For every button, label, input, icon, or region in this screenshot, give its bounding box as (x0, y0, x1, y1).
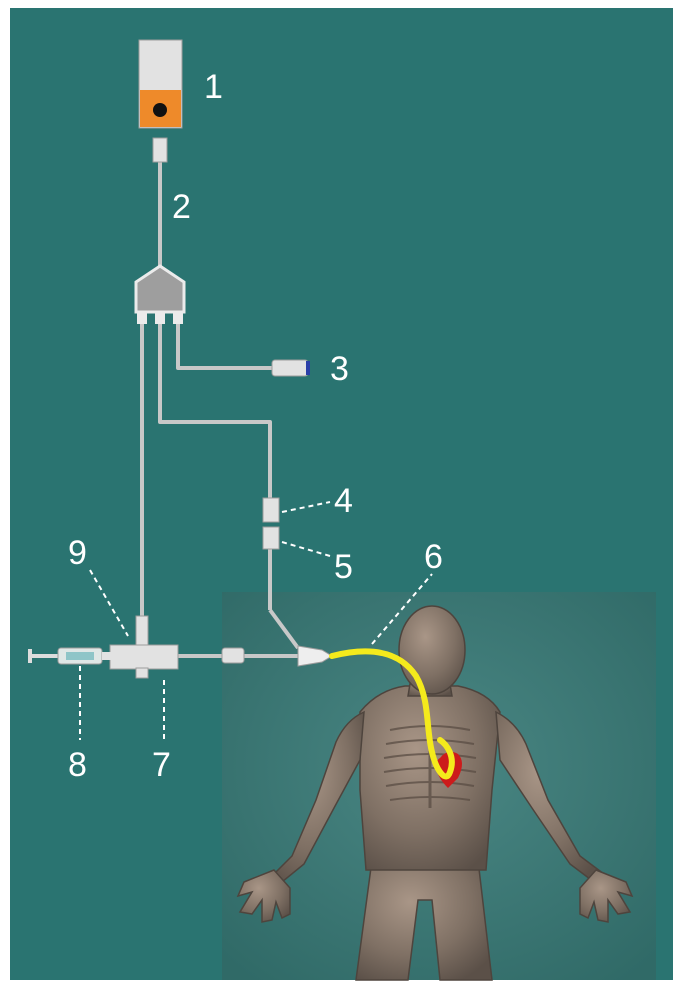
inline-connector (221, 647, 245, 664)
patient-legs (355, 859, 493, 981)
tubing (140, 160, 300, 658)
y-hub (134, 264, 186, 324)
label-5: 5 (334, 548, 353, 586)
leader-lines (79, 501, 433, 740)
leader-4 (281, 501, 331, 513)
label-1: 1 (204, 68, 223, 106)
catheter-line (158, 318, 272, 500)
patient-right-hand (579, 869, 634, 923)
label-9: 9 (68, 534, 87, 572)
connector-3 (271, 359, 310, 377)
patient-left-hand (236, 869, 291, 923)
label-8: 8 (68, 746, 87, 784)
stopcock (109, 615, 179, 679)
syringe (28, 647, 112, 665)
patient-right-arm (495, 710, 606, 883)
leader-6 (371, 573, 433, 645)
patient-left-arm (270, 710, 365, 883)
patient-head (398, 605, 466, 695)
module-dot-icon (153, 103, 167, 117)
label-7: 7 (152, 746, 171, 784)
connector-5 (262, 526, 280, 550)
label-3: 3 (330, 350, 349, 388)
leader-9 (89, 569, 129, 637)
label-4: 4 (334, 482, 353, 520)
label-2: 2 (172, 188, 191, 226)
connector-4 (262, 497, 280, 523)
catheter (329, 648, 455, 780)
port-line (176, 318, 274, 370)
label-6: 6 (424, 538, 443, 576)
catheter-hub (297, 645, 333, 667)
module-1 (138, 39, 183, 163)
